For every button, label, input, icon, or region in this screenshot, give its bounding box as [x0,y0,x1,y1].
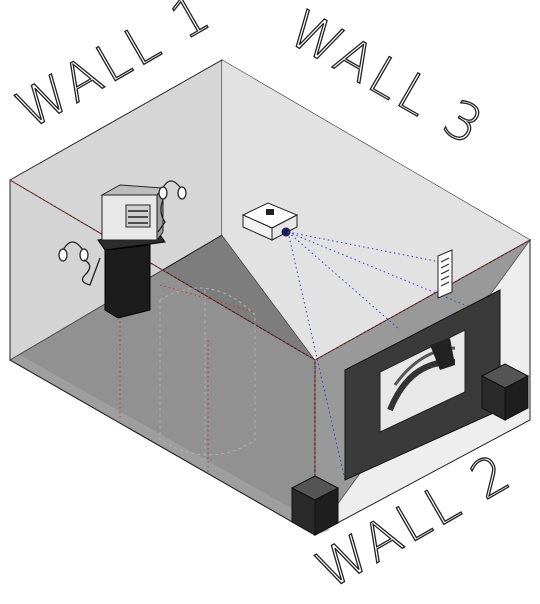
red-guides [9,179,531,535]
wall-sign [437,249,453,299]
wall-3-main [222,60,530,360]
headphones-icon [58,241,101,286]
speaker-front [290,475,340,536]
speaker-right [480,363,530,421]
projector [241,202,299,241]
kiosk [97,184,166,319]
ghost-outline [159,287,256,460]
projection-screen [344,289,501,481]
projector-beams [287,231,473,481]
headphones-icon [157,180,187,233]
